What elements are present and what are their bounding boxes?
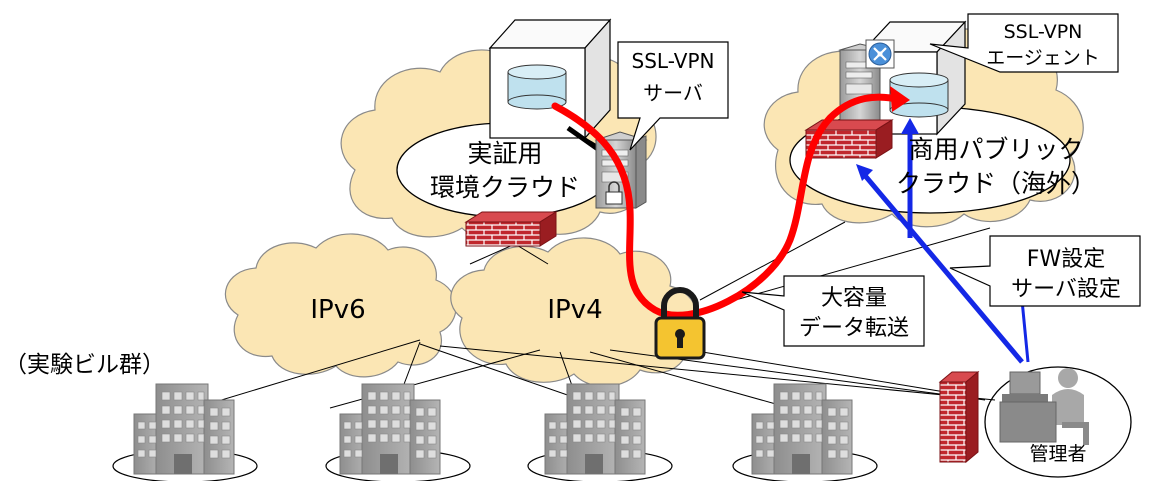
network-links — [194, 221, 996, 409]
bulk-transfer-callout — [741, 275, 925, 347]
demo-server-box — [488, 18, 612, 155]
building-icon — [751, 383, 853, 475]
ipv6-label: IPv6 — [310, 295, 365, 325]
ssl-vpn-server-label-1: SSL-VPN — [632, 49, 715, 73]
database-icon — [507, 64, 567, 110]
admin-arrow-head — [856, 164, 873, 181]
ipv4-label: IPv4 — [547, 295, 602, 325]
bulk-transfer-label-2: データ転送 — [799, 316, 909, 341]
bulk-transfer-label-1: 大容量 — [821, 286, 887, 311]
padlock-icon — [654, 287, 706, 360]
padlock-icon — [605, 181, 623, 205]
ssl-vpn-agent-label-2: エージェント — [986, 47, 1100, 69]
ssl-vpn-agent-label-1: SSL-VPN — [1004, 21, 1083, 43]
admin-label: 管理者 — [1029, 443, 1086, 465]
building-icon — [544, 383, 646, 475]
demo-cloud-label-1: 実証用 — [467, 139, 542, 168]
admin-path — [860, 170, 1024, 364]
demo-cloud-label-2: 環境クラウド — [430, 173, 580, 202]
admin-person-icon — [999, 368, 1089, 445]
firewall-icon — [938, 370, 980, 464]
public-cloud-label-1: 商用パブリック — [908, 135, 1083, 164]
admin-arrow-head — [901, 118, 919, 134]
building-icon — [133, 383, 235, 475]
public-cloud-label-2: クラウド（海外） — [896, 169, 1096, 198]
data-transfer-path — [551, 93, 904, 319]
fw-setting-label-2: サーバ設定 — [1011, 277, 1121, 302]
ssl-vpn-server-callout — [617, 41, 729, 151]
data-arrow-head — [890, 86, 910, 112]
buildings-label: （実験ビル群） — [4, 352, 165, 378]
building-icon — [339, 383, 441, 475]
ssl-vpn-agent-callout — [929, 13, 1119, 73]
fan-icon — [865, 39, 895, 69]
building-group — [112, 383, 878, 481]
ssl-vpn-server-label-2: サーバ — [643, 81, 703, 105]
fw-setting-label-1: FW設定 — [1027, 247, 1105, 272]
firewall-icon — [464, 211, 558, 247]
fw-setting-callout — [949, 235, 1141, 307]
